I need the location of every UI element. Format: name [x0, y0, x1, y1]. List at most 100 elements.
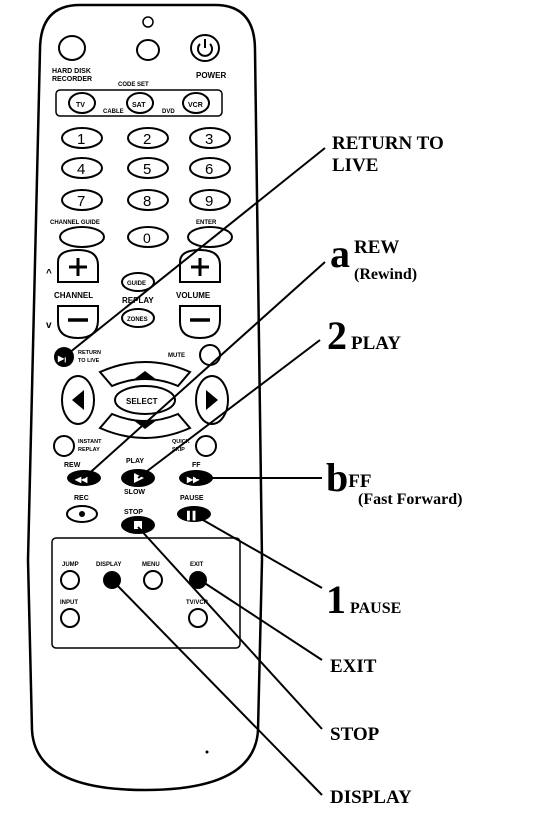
callout-play-key: 2	[327, 313, 347, 358]
return-label-2: TO LIVE	[78, 358, 100, 364]
enter-label: ENTER	[196, 220, 217, 226]
callout-rew: a REW (Rewind)	[330, 231, 417, 283]
digit-key-label: 2	[143, 131, 151, 148]
power-label: POWER	[196, 71, 226, 80]
hard-disk-recorder-button	[58, 35, 86, 61]
callout-exit: EXIT	[330, 656, 377, 677]
led-indicator	[142, 16, 154, 28]
select-button	[114, 385, 176, 415]
left-arrow-icon	[72, 390, 84, 410]
hdr-label-2: RECORDER	[52, 76, 92, 83]
jump-button	[60, 570, 80, 590]
volume-rocker: VOLUME	[176, 248, 221, 340]
digit-key-4[interactable]	[61, 157, 103, 179]
tv-vcr-button	[188, 608, 208, 628]
up-arrow-icon	[133, 371, 157, 380]
guide-label: GUIDE	[127, 281, 146, 287]
line-rew	[83, 261, 326, 479]
digit-key-2[interactable]	[127, 127, 169, 149]
select-label: SELECT	[126, 397, 158, 406]
zero-key-label: 0	[143, 230, 151, 246]
line-stop	[137, 526, 323, 730]
callout-display: DISPLAY	[330, 787, 412, 808]
digit-key-6[interactable]	[189, 157, 231, 179]
vcr-button	[182, 92, 210, 114]
sat-label: SAT	[132, 102, 146, 109]
digit-key-label: 5	[143, 161, 151, 178]
power-icon	[197, 39, 213, 57]
callout-ff: bFF (Fast Forward)	[326, 455, 462, 508]
digit-key-1[interactable]	[61, 127, 103, 149]
callout-rew-label: REW	[354, 237, 400, 258]
callout-rew-key: a	[330, 231, 350, 276]
channel-guide-button	[59, 226, 105, 248]
callout-rew-sub: (Rewind)	[354, 266, 418, 283]
digit-key-5[interactable]	[127, 157, 169, 179]
digit-key-label: 9	[205, 193, 213, 210]
instant-replay-button	[53, 435, 75, 457]
channel-guide-label: CHANNEL GUIDE	[50, 220, 100, 226]
display-label: DISPLAY	[96, 562, 121, 568]
input-label: INPUT	[60, 600, 78, 606]
callout-stop: STOP	[330, 724, 380, 745]
zones-button	[121, 308, 155, 328]
right-arrow-icon	[206, 390, 218, 410]
svg-text:▌▌: ▌▌	[187, 510, 198, 521]
zero-key	[127, 226, 169, 248]
directional-pad: SELECT	[61, 361, 229, 439]
play-label: PLAY	[126, 458, 144, 465]
menu-button	[143, 570, 163, 590]
exit-label: EXIT	[190, 562, 204, 568]
svg-text:▶|: ▶|	[57, 354, 66, 363]
replay-label: REPLAY	[122, 296, 154, 305]
rew-label: REW	[64, 462, 81, 469]
digit-key-7[interactable]	[61, 189, 103, 211]
callout-play: 2 PLAY	[327, 316, 401, 356]
digit-key-label: 8	[143, 193, 151, 210]
callout-ff-key: b	[326, 455, 349, 500]
speck	[205, 750, 209, 754]
callout-pause-key: 1	[326, 577, 346, 622]
volume-label: VOLUME	[176, 291, 211, 300]
digit-key-8[interactable]	[127, 189, 169, 211]
line-exit	[199, 579, 323, 661]
channel-label: CHANNEL	[54, 291, 93, 300]
callout-play-label: PLAY	[351, 333, 401, 354]
digit-key-label: 3	[205, 131, 213, 148]
digit-key-label: 1	[77, 131, 85, 148]
callout-pause-label: PAUSE	[350, 600, 402, 617]
instant-label-2: REPLAY	[78, 447, 100, 453]
zones-label: ZONES	[127, 317, 148, 323]
return-label-1: RETURN	[78, 350, 101, 356]
quick-label-2: SKIP	[172, 447, 185, 453]
guide-button	[121, 272, 155, 292]
callout-pause: 1 PAUSE	[326, 580, 401, 620]
tv-button	[68, 92, 96, 114]
enter-button	[187, 226, 233, 248]
digit-key-3[interactable]	[189, 127, 231, 149]
slow-label: SLOW	[124, 489, 145, 496]
svg-text:◀◀: ◀◀	[74, 475, 88, 484]
menu-label: MENU	[142, 562, 160, 568]
channel-rocker: ^ CHANNEL v	[46, 248, 99, 340]
pause-button	[177, 506, 211, 522]
svg-text:v: v	[46, 320, 52, 331]
callout-lines	[63, 147, 326, 796]
digit-key-9[interactable]	[189, 189, 231, 211]
pause-label: PAUSE	[180, 495, 204, 502]
tv-label: TV	[76, 102, 85, 109]
instant-label-1: INSTANT	[78, 439, 102, 445]
vcr-label: VCR	[188, 102, 203, 109]
digit-key-label: 6	[205, 161, 213, 178]
digit-key-label: 7	[77, 193, 85, 210]
line-return-to-live	[63, 147, 326, 358]
callout-ff-label: FF	[348, 471, 372, 492]
svg-text:▶▶: ▶▶	[186, 475, 200, 484]
rec-label: REC	[74, 495, 89, 502]
code-set-label: CODE SET	[118, 82, 149, 88]
